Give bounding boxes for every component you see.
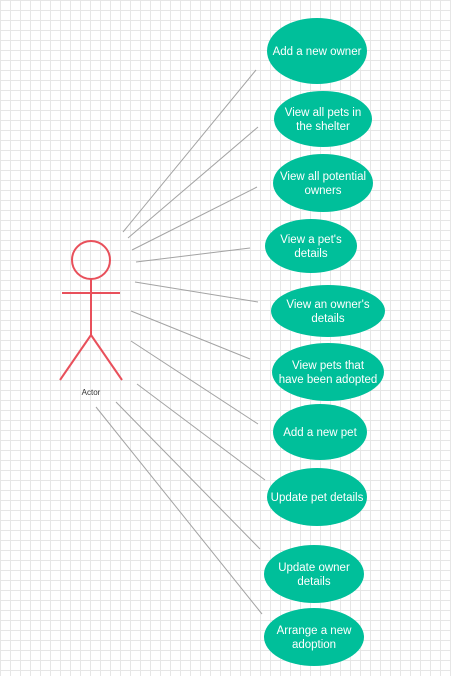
use-case-update-owner[interactable]: Update owner details [264, 545, 364, 603]
use-case-ellipse [264, 545, 364, 603]
connectors [95, 69, 266, 615]
use-case-add-owner[interactable]: Add a new owner [267, 18, 367, 84]
use-case-ellipse [264, 608, 364, 666]
association-line-update-pet [136, 383, 266, 481]
use-case-view-potential-owners[interactable]: View all potential owners [273, 154, 373, 212]
use-case-ellipse [274, 91, 372, 147]
actor[interactable]: Actor [59, 240, 123, 397]
use-case-ellipse [273, 404, 367, 460]
use-case-add-pet[interactable]: Add a new pet [273, 404, 367, 460]
use-case-update-pet[interactable]: Update pet details [267, 468, 367, 526]
use-case-arrange-adoption[interactable]: Arrange a new adoption [264, 608, 364, 666]
use-case-label: Add a new pet [283, 427, 357, 439]
association-line-view-all-pets [127, 126, 259, 239]
use-case-label: Update owner [278, 562, 350, 574]
association-line-update-owner [115, 401, 261, 550]
association-line-view-potential-owners [131, 186, 258, 251]
use-case-label: owners [304, 185, 341, 197]
association-line-view-pet-details [135, 247, 251, 263]
use-case-view-adopted-pets[interactable]: View pets that have been adopted [272, 343, 384, 401]
use-case-ellipse [265, 219, 357, 273]
stick-figure-icon [59, 240, 123, 381]
association-line-view-owner-details [134, 281, 259, 303]
use-case-ellipse [267, 468, 367, 526]
use-case-ellipse [272, 343, 384, 401]
association-line-add-owner [122, 69, 257, 233]
actor-label: Actor [82, 388, 101, 397]
use-case-view-pet-details[interactable]: View a pet's details [265, 219, 357, 273]
use-case-label: adoption [292, 639, 336, 651]
use-case-label: the shelter [296, 121, 350, 133]
use-case-ellipse [267, 18, 367, 84]
use-case-ellipse [273, 154, 373, 212]
association-line-view-adopted-pets [130, 310, 251, 360]
association-line-add-pet [130, 340, 259, 425]
use-case-label: details [311, 313, 344, 325]
use-case-label: Update pet details [271, 492, 364, 504]
use-case-label: View all pets in [285, 107, 362, 119]
use-case-label: View all potential [280, 171, 366, 183]
use-case-label: View pets that [292, 360, 365, 372]
use-case-label: View an owner's [286, 299, 369, 311]
use-case-label: Add a new owner [273, 46, 362, 58]
use-case-view-owner-details[interactable]: View an owner's details [271, 285, 385, 337]
association-line-arrange-adoption [95, 406, 263, 615]
use-case-label: details [297, 576, 330, 588]
use-case-label: View a pet's [280, 234, 342, 246]
use-case-label: Arrange a new [277, 625, 352, 637]
use-case-ellipse [271, 285, 385, 337]
use-case-label: have been adopted [279, 374, 377, 386]
use-case-view-all-pets[interactable]: View all pets in the shelter [274, 91, 372, 147]
use-case-label: details [294, 248, 327, 260]
